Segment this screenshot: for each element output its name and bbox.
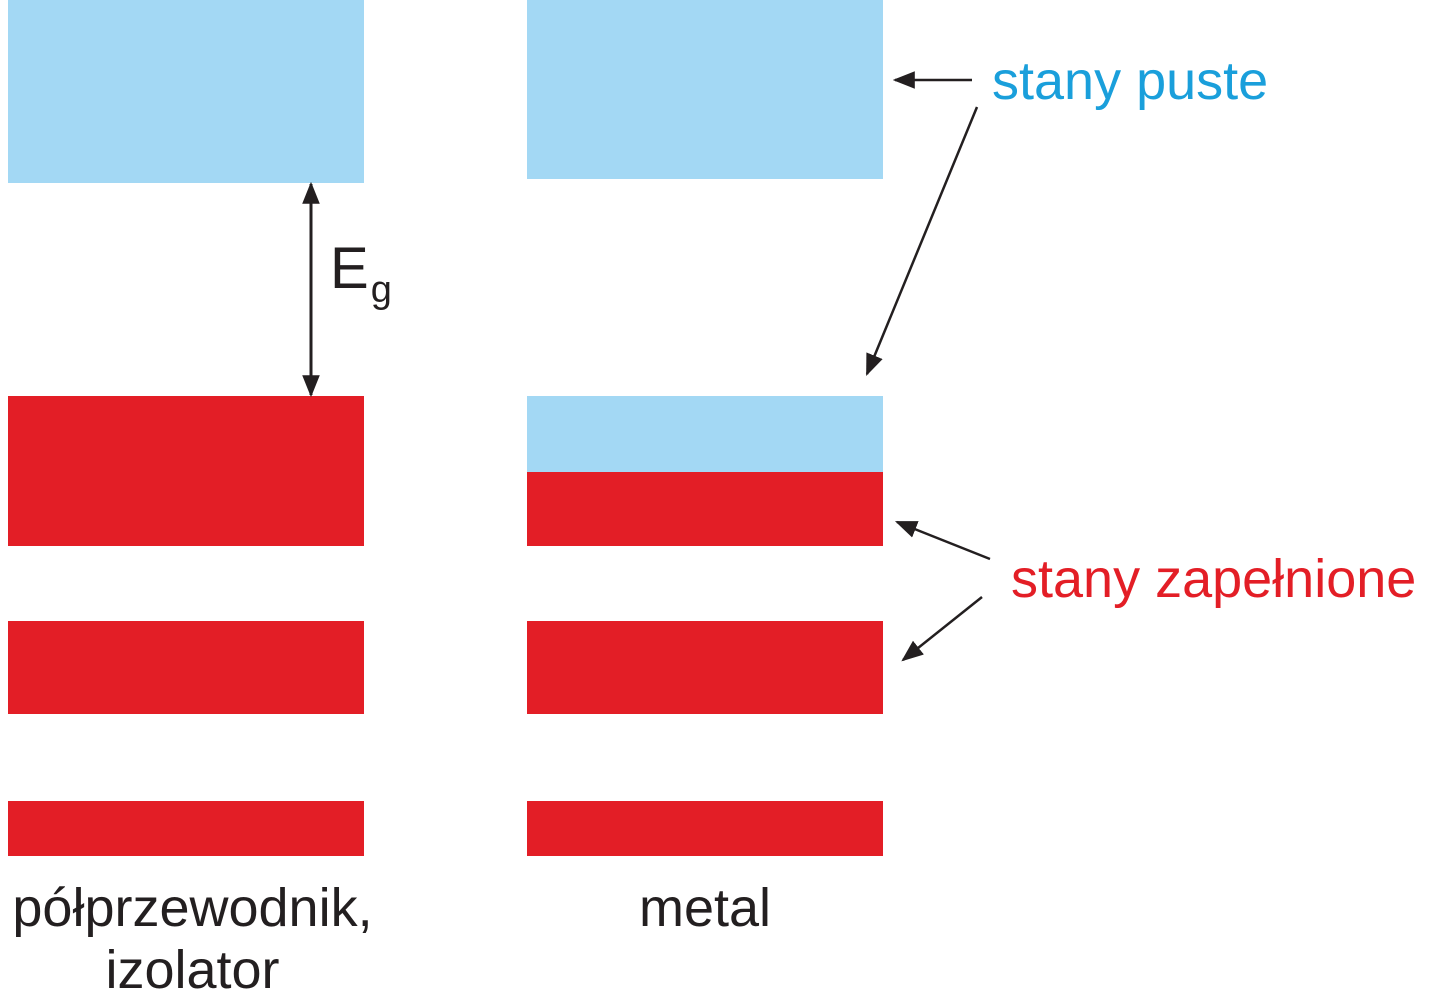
metal-partial-band-empty-part [527, 396, 883, 472]
metal-lower-band-1 [527, 621, 883, 714]
filled-states-arrow-upper [894, 520, 991, 561]
semiconductor-caption: półprzewodnik, izolator [0, 877, 385, 1001]
metal-lower-band-2 [527, 801, 883, 856]
energy-gap-subscript: g [370, 269, 392, 311]
semiconductor-lower-band-1 [8, 621, 364, 714]
filled-states-label: stany zapełnione [1011, 549, 1417, 609]
semiconductor-conduction-band [8, 0, 364, 183]
semiconductor-caption-line1: półprzewodnik, [12, 878, 373, 938]
semiconductor-lower-band-2 [8, 801, 364, 856]
metal-partial-band-filled-part [527, 472, 883, 546]
filled-states-arrow-lower [901, 596, 983, 662]
metal-caption: metal [638, 878, 772, 938]
semiconductor-valence-band [8, 396, 364, 546]
energy-gap-label: Eg [330, 236, 392, 311]
empty-states-arrow-lower [865, 106, 979, 377]
metal-upper-empty-band [527, 0, 883, 179]
semiconductor-caption-line2: izolator [105, 940, 280, 1000]
energy-gap-symbol: E [330, 236, 369, 301]
empty-states-label: stany puste [992, 51, 1269, 111]
